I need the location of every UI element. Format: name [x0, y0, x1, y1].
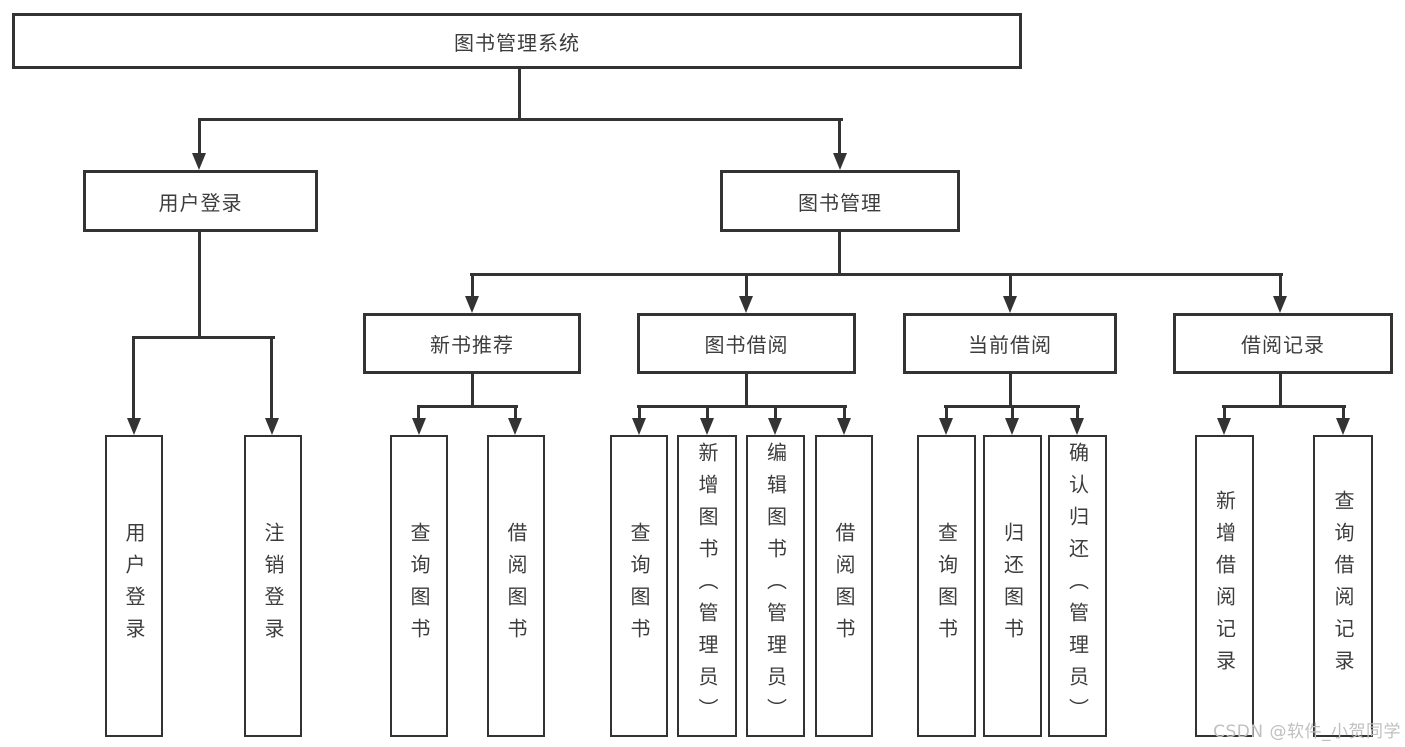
connector-line — [132, 336, 275, 339]
connector-line — [745, 273, 748, 298]
leaf-label: 归还图书 — [1000, 522, 1025, 650]
arrow-down-icon — [508, 418, 522, 435]
node-book-mgmt: 图书管理 — [720, 170, 960, 232]
connector-line — [132, 336, 135, 421]
connector-line — [1009, 273, 1012, 298]
connector-line — [198, 229, 201, 339]
connector-line — [843, 405, 846, 421]
leaf-label: 查询图书 — [934, 522, 959, 650]
connector-line — [1342, 405, 1345, 421]
arrow-down-icon — [768, 418, 782, 435]
leaf-label: 编辑图书（管理员） — [763, 442, 788, 730]
connector-line — [470, 273, 1283, 276]
node-new-books-label: 新书推荐 — [430, 333, 514, 357]
connector-line — [1011, 405, 1014, 421]
connector-line — [706, 405, 709, 421]
connector-line — [270, 336, 273, 421]
leaf-add-borrow-record: 新增借阅记录 — [1195, 435, 1254, 737]
leaf-label: 新增图书（管理员） — [695, 442, 719, 730]
connector-line — [514, 405, 517, 421]
connector-line — [638, 405, 641, 421]
connector-line — [1223, 405, 1226, 421]
arrow-down-icon — [127, 418, 141, 435]
leaf-return-book: 归还图书 — [983, 435, 1042, 737]
leaf-label: 查询图书 — [627, 522, 651, 650]
leaf-query-books-current: 查询图书 — [917, 435, 976, 737]
leaf-edit-book-admin: 编辑图书（管理员） — [746, 435, 805, 737]
arrow-down-icon — [465, 296, 479, 313]
arrow-down-icon — [192, 153, 206, 170]
connector-line — [198, 118, 843, 121]
node-user-login: 用户登录 — [83, 170, 318, 232]
arrow-down-icon — [1005, 418, 1019, 435]
leaf-query-books-borrow: 查询图书 — [610, 435, 668, 737]
connector-line — [1076, 405, 1079, 421]
connector-line — [1222, 405, 1346, 408]
connector-line — [1279, 371, 1282, 408]
connector-line — [417, 405, 420, 421]
connector-line — [417, 405, 518, 408]
arrow-down-icon — [837, 418, 851, 435]
leaf-label: 借阅图书 — [832, 522, 856, 650]
connector-line — [471, 371, 474, 408]
node-root: 图书管理系统 — [12, 13, 1022, 69]
arrow-down-icon — [1003, 296, 1017, 313]
arrow-down-icon — [1070, 418, 1084, 435]
connector-line — [745, 371, 748, 408]
leaf-query-borrow-record: 查询借阅记录 — [1313, 435, 1373, 737]
arrow-down-icon — [833, 153, 847, 170]
arrow-down-icon — [739, 296, 753, 313]
node-book-borrow-label: 图书借阅 — [704, 333, 789, 357]
connector-line — [198, 118, 201, 156]
node-book-borrow: 图书借阅 — [637, 313, 856, 374]
node-user-login-label: 用户登录 — [158, 190, 243, 215]
connector-line — [838, 229, 841, 276]
connector-line — [1279, 273, 1282, 298]
arrow-down-icon — [1273, 296, 1287, 313]
leaf-add-book-admin: 新增图书（管理员） — [677, 435, 737, 737]
connector-line — [637, 405, 847, 408]
arrow-down-icon — [1217, 418, 1231, 435]
connector-line — [471, 273, 474, 298]
leaf-label: 查询借阅记录 — [1331, 490, 1355, 682]
node-book-mgmt-label: 图书管理 — [798, 190, 882, 215]
connector-line — [518, 68, 521, 120]
node-current-borrow-label: 当前借阅 — [968, 333, 1052, 357]
arrow-down-icon — [700, 418, 714, 435]
connector-line — [838, 118, 841, 156]
arrow-down-icon — [939, 418, 953, 435]
connector-line — [1009, 371, 1012, 408]
arrow-down-icon — [265, 418, 279, 435]
leaf-label: 用户登录 — [122, 522, 146, 650]
leaf-label: 借阅图书 — [504, 522, 528, 650]
leaf-confirm-return-admin: 确认归还（管理员） — [1048, 435, 1107, 737]
node-borrow-records: 借阅记录 — [1173, 313, 1393, 374]
connector-line — [945, 405, 948, 421]
node-borrow-records-label: 借阅记录 — [1241, 333, 1325, 357]
connector-line — [774, 405, 777, 421]
node-root-label: 图书管理系统 — [454, 30, 580, 55]
leaf-label: 注销登录 — [261, 522, 285, 650]
csdn-watermark: CSDN @软件_小贺同学 — [1213, 722, 1401, 742]
leaf-borrow-books-borrow: 借阅图书 — [815, 435, 873, 737]
arrow-down-icon — [1336, 418, 1350, 435]
arrow-down-icon — [632, 418, 646, 435]
leaf-label: 查询图书 — [407, 522, 431, 650]
node-new-books: 新书推荐 — [363, 313, 581, 374]
leaf-borrow-books-newbooks: 借阅图书 — [487, 435, 545, 737]
arrow-down-icon — [412, 418, 426, 435]
node-current-borrow: 当前借阅 — [903, 313, 1117, 374]
leaf-user-login: 用户登录 — [105, 435, 163, 737]
leaf-label: 确认归还（管理员） — [1065, 442, 1090, 730]
leaf-query-books-newbooks: 查询图书 — [390, 435, 448, 737]
leaf-logout: 注销登录 — [244, 435, 302, 737]
leaf-label: 新增借阅记录 — [1212, 490, 1237, 682]
